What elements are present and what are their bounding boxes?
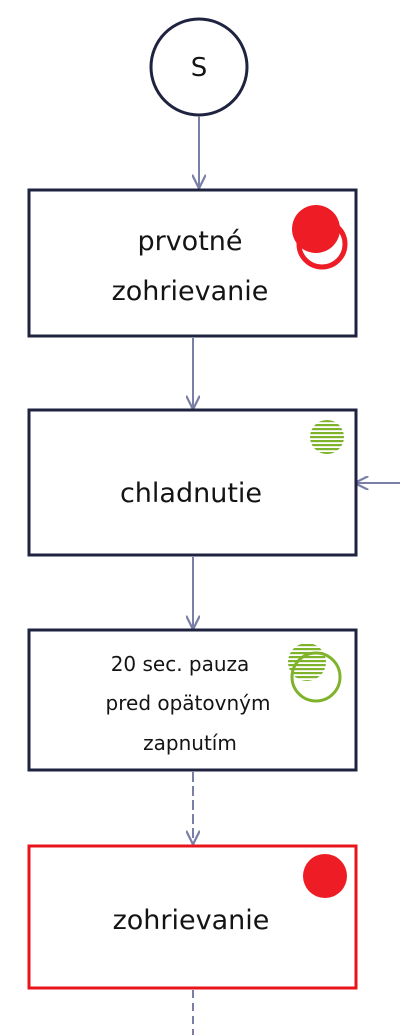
connectors bbox=[193, 116, 400, 1035]
node-label-line: zapnutím bbox=[143, 731, 237, 755]
node-label-line: prvotné bbox=[137, 226, 242, 257]
start-state: S bbox=[149, 17, 249, 117]
node-label-line: 20 sec. pauza bbox=[111, 652, 250, 676]
start-label: S bbox=[191, 53, 208, 83]
ring-icon bbox=[290, 651, 342, 703]
red-dot-icon bbox=[303, 854, 347, 898]
green-striped-dot-icon bbox=[310, 420, 344, 454]
red-dot-icon bbox=[292, 205, 348, 270]
start-circle bbox=[149, 17, 249, 117]
node-chladnutie[interactable]: chladnutie bbox=[27, 408, 358, 557]
ring-icon bbox=[296, 218, 348, 270]
node-prvotne-zohrievanie[interactable]: prvotné zohrievanie bbox=[27, 188, 358, 338]
node-label-line: zohrievanie bbox=[113, 905, 270, 936]
node-box bbox=[27, 408, 358, 557]
node-zohrievanie[interactable]: zohrievanie bbox=[27, 844, 358, 990]
node-label-line: pred opätovným bbox=[106, 691, 271, 715]
node-box bbox=[27, 844, 358, 990]
green-striped-dot-icon bbox=[288, 643, 342, 703]
node-label-line: chladnutie bbox=[120, 478, 262, 509]
node-label-line: zohrievanie bbox=[112, 276, 269, 307]
node-pauza[interactable]: 20 sec. pauza pred opätovným zapnutím bbox=[27, 628, 358, 772]
